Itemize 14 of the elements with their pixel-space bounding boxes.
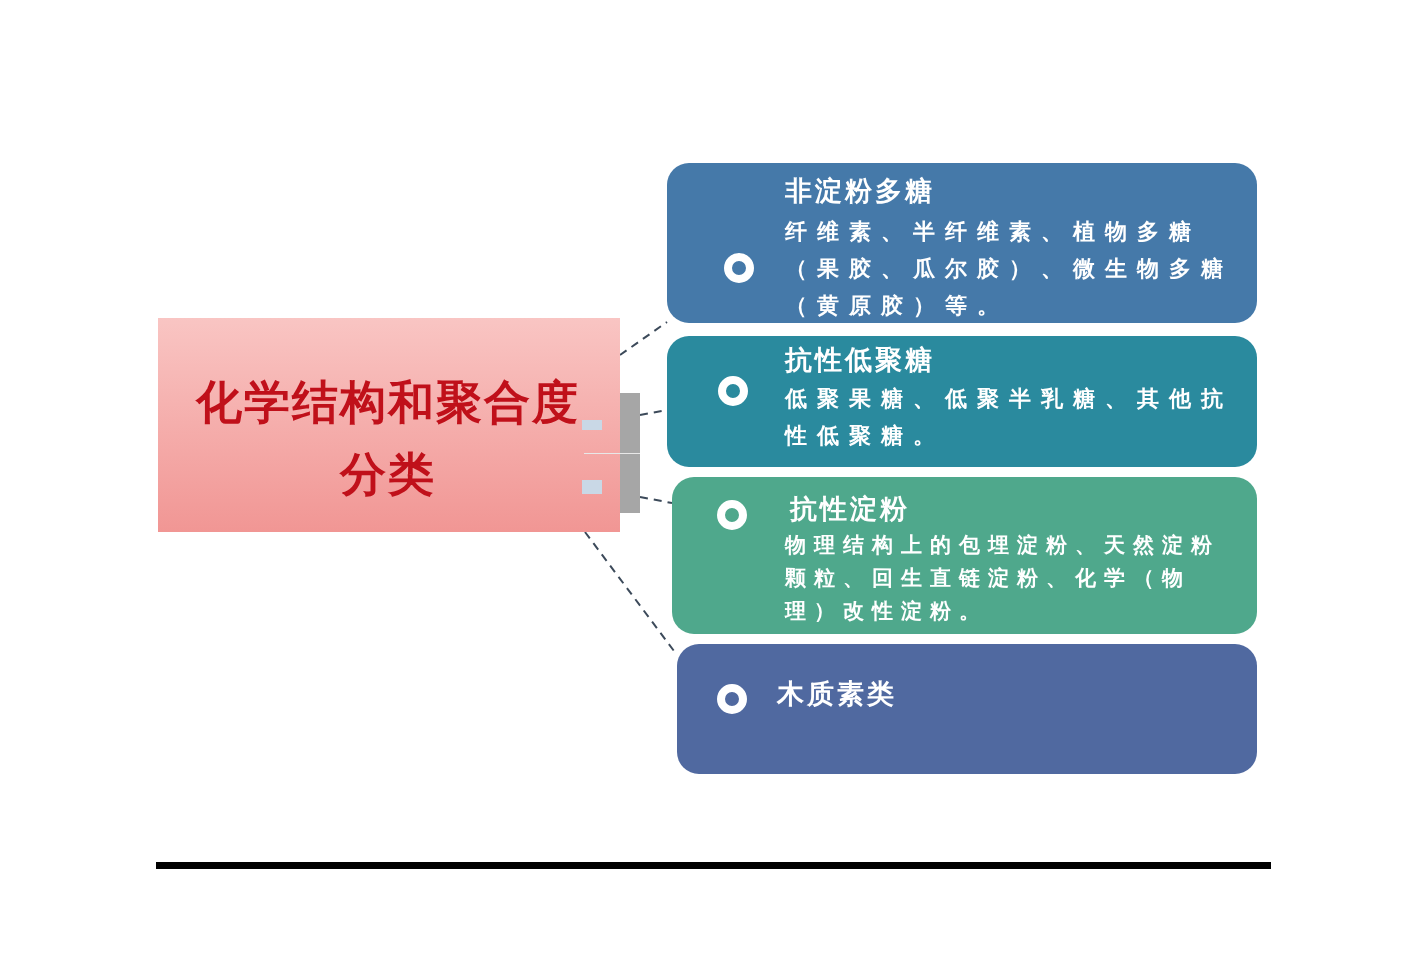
card-heading: 木质素类 <box>777 677 897 711</box>
title-text: 化学结构和聚合度分类 <box>194 374 581 503</box>
card-heading: 抗性低聚糖 <box>785 343 935 377</box>
category-card <box>667 336 1257 467</box>
card-heading: 非淀粉多糖 <box>785 174 935 208</box>
card-description: 物理结构上的包埋淀粉、天然淀粉颗粒、回生直链淀粉、化学（物理）改性淀粉。 <box>785 532 1221 625</box>
category-card <box>677 644 1257 774</box>
card-heading: 抗性淀粉 <box>790 492 910 526</box>
category-card <box>667 163 1257 323</box>
dashed-connector <box>619 321 668 356</box>
dashed-connector <box>639 496 673 504</box>
card-description: 低聚果糖、低聚半乳糖、其他抗性低聚糖。 <box>785 385 1234 450</box>
category-card <box>672 477 1257 634</box>
card-description: 纤维素、半纤维素、植物多糖（果胶、瓜尔胶）、微生物多糖（黄原胶）等。 <box>785 218 1234 320</box>
